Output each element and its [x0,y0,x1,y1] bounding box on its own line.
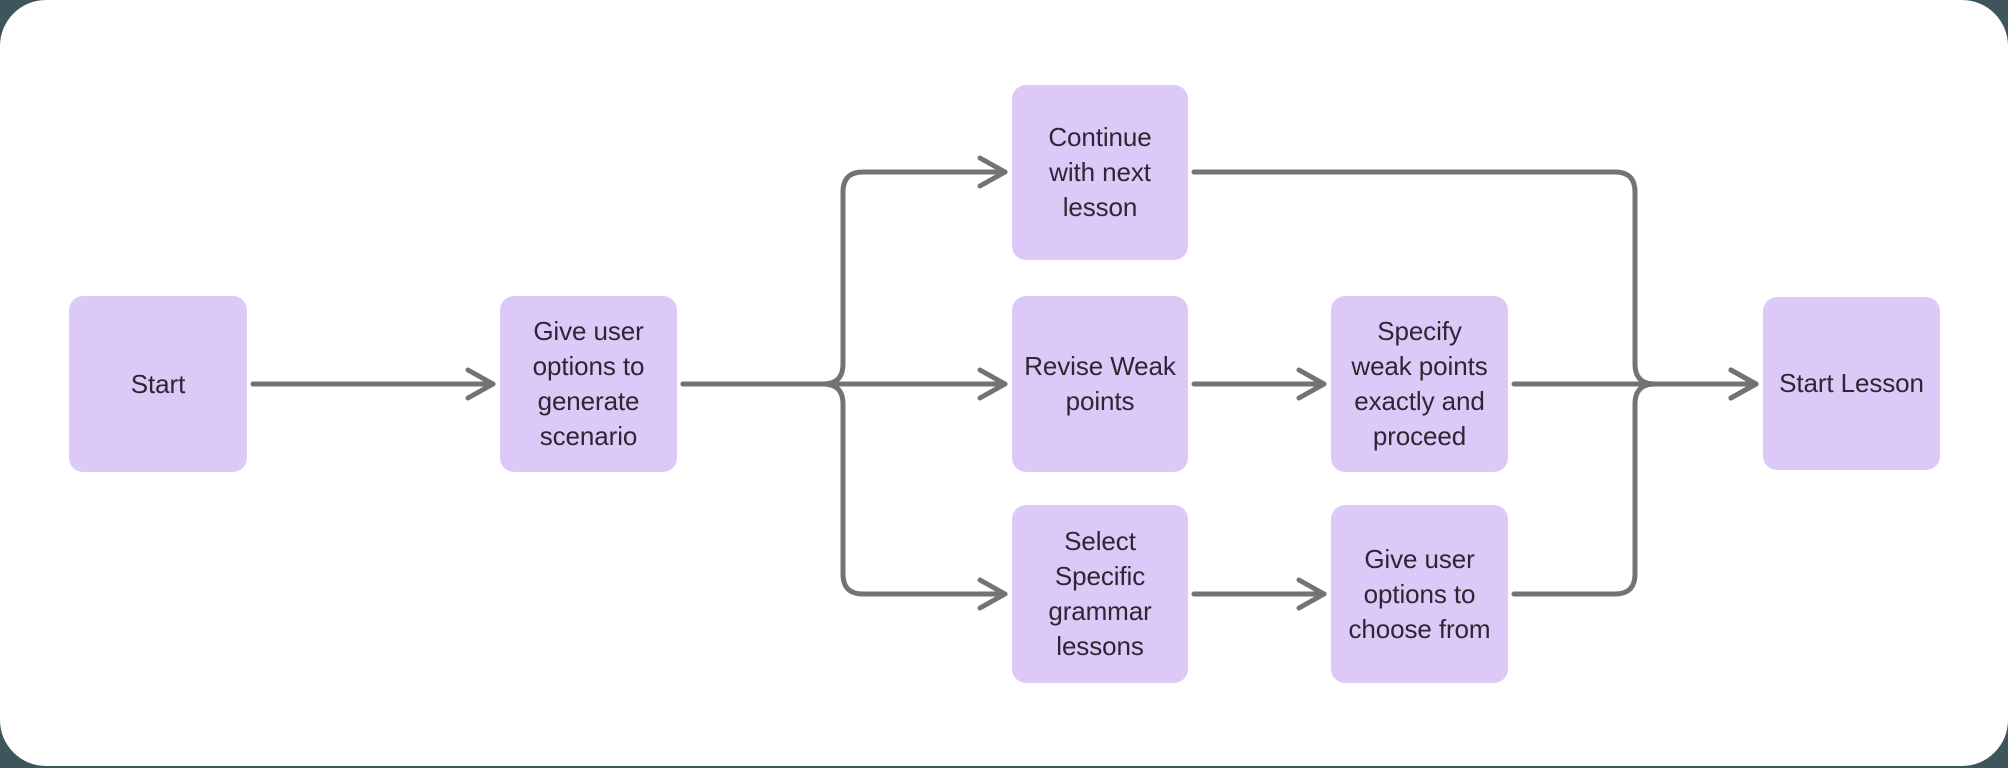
node-give-options-choose[interactable]: Give user options to choose from [1331,505,1508,683]
node-start-lesson[interactable]: Start Lesson [1763,297,1940,470]
edge-give-choose-to-start-lesson [1511,367,1759,597]
node-select-grammar-lessons[interactable]: Select Specific grammar lessons [1012,505,1188,683]
node-give-options-scenario[interactable]: Give user options to generate scenario [500,296,677,472]
node-revise-weak-points[interactable]: Revise Weak points [1012,296,1188,472]
node-specify-weak-points-label: Specify weak points exactly and proceed [1351,316,1488,451]
node-select-grammar-lessons-label: Select Specific grammar lessons [1048,526,1152,661]
node-specify-weak-points[interactable]: Specify weak points exactly and proceed [1331,296,1508,472]
node-give-options-scenario-label: Give user options to generate scenario [532,316,645,451]
node-continue-next-lesson-label: Continue with next lesson [1048,122,1152,222]
node-start[interactable]: Start [69,296,247,472]
node-revise-weak-points-label: Revise Weak points [1024,351,1176,416]
node-give-options-choose-label: Give user options to choose from [1348,543,1491,644]
node-continue-next-lesson[interactable]: Continue with next lesson [1012,85,1188,260]
edge-give-options-to-continue [680,155,1008,387]
node-start-label: Start [130,368,186,399]
node-start-lesson-label: Start Lesson [1779,368,1924,398]
edge-give-options-to-select [680,381,1008,611]
